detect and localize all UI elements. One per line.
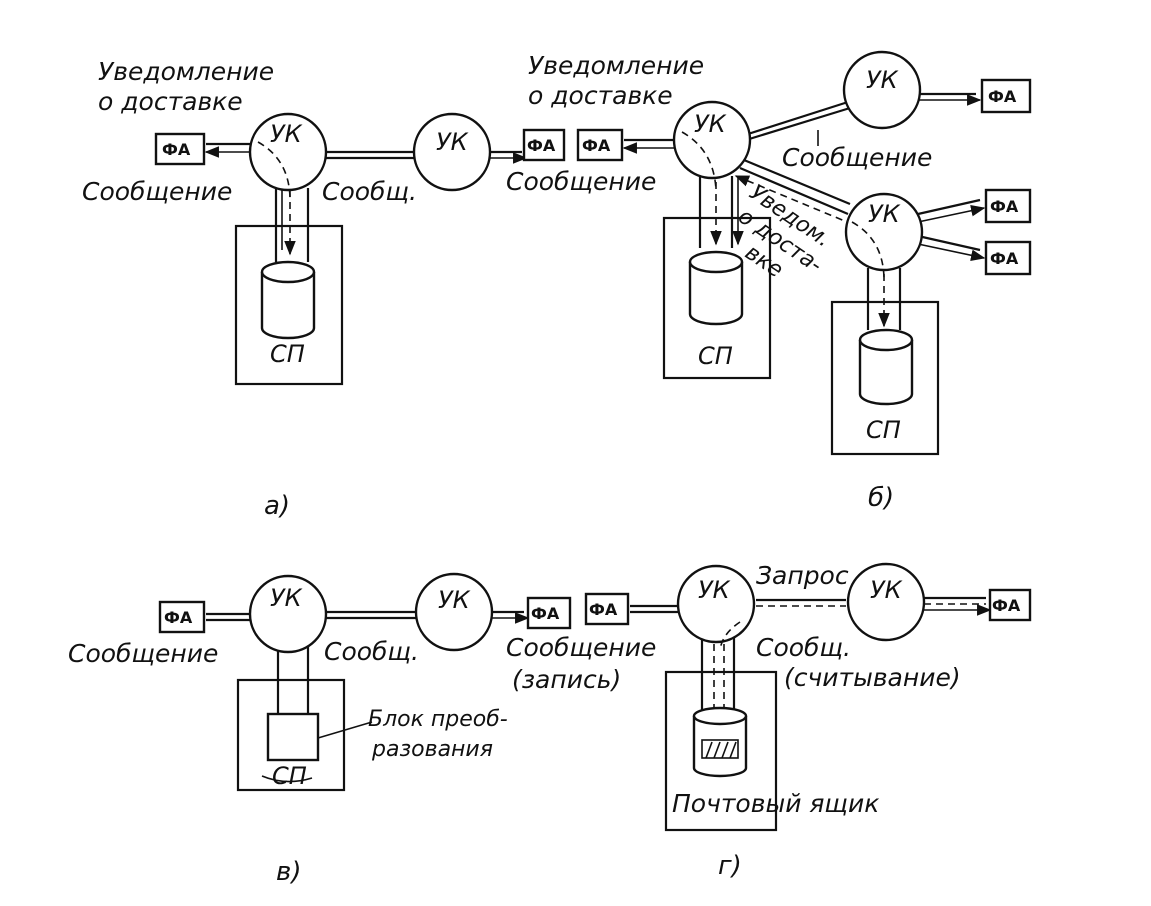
panel-a-fa-right bbox=[522, 128, 566, 162]
panel-b-caption: б) bbox=[868, 483, 894, 513]
panel-v-node-2 bbox=[414, 572, 494, 652]
panel-b-store-2-label: СП bbox=[866, 416, 901, 444]
panel-g-caption: г) bbox=[718, 851, 742, 881]
panel-g-fa-left-label: ФА bbox=[589, 600, 618, 619]
panel-a-fa-left bbox=[154, 132, 206, 166]
panel-g: Почтовый ящик УК УК ФА ФА Запрос Сообщен… bbox=[506, 561, 1032, 881]
panel-v-fa-right-label: ФА bbox=[531, 604, 560, 623]
panel-v-store-box bbox=[236, 678, 346, 792]
panel-v-node-1 bbox=[248, 574, 328, 654]
panel-v-msg-left: Сообщение bbox=[68, 639, 218, 668]
panel-a-node-2 bbox=[412, 112, 492, 192]
panel-g-fa-right bbox=[988, 588, 1032, 622]
panel-g-mailbox-box bbox=[664, 670, 778, 832]
panel-a-notice-line1: Уведомление bbox=[98, 57, 274, 86]
panel-b-store-1-label: СП bbox=[698, 342, 733, 370]
panel-g-msg-right-1: Сообщ. bbox=[756, 633, 851, 662]
panel-b-cylinder-2 bbox=[858, 328, 914, 406]
panel-v: СП Блок преоб- разования УК УК ФА ФА Соо… bbox=[68, 572, 572, 887]
panel-b-store-box-2 bbox=[830, 300, 940, 456]
panel-b-cylinder-1 bbox=[688, 250, 744, 326]
panel-g-msg-right-2: (считывание) bbox=[784, 663, 961, 692]
panel-a-cylinder bbox=[260, 260, 316, 340]
panel-b-node-top-label: УК bbox=[866, 66, 899, 94]
panel-b-fa-left-label: ФА bbox=[582, 136, 611, 155]
panel-v-fa-right bbox=[526, 596, 572, 630]
panel-a-fa-left-label: ФА bbox=[162, 140, 191, 159]
panel-v-store-label: СП bbox=[272, 762, 307, 790]
panel-a-notice-line2: о доставке bbox=[98, 87, 243, 116]
panel-a-msg-left: Сообщение bbox=[82, 177, 232, 206]
panel-b-fa-left bbox=[576, 128, 624, 162]
panel-a-node-2-label: УК bbox=[436, 128, 469, 156]
panel-a-fa-right-label: ФА bbox=[527, 136, 556, 155]
panel-v-caption: в) bbox=[276, 857, 301, 887]
panel-b-msg-left: Сообщение bbox=[506, 167, 656, 196]
panel-g-node-2-label: УК bbox=[870, 576, 903, 604]
panel-b-node-bottom bbox=[844, 192, 924, 272]
panel-b-fa-bottom-2 bbox=[984, 240, 1032, 276]
panel-a-node-1 bbox=[248, 112, 328, 192]
panel-b-store-box-1 bbox=[662, 216, 772, 380]
panel-g-node-1 bbox=[676, 564, 756, 644]
panel-b-fa-top-label: ФА bbox=[988, 87, 1017, 106]
panel-b-notice-line1: Уведомление bbox=[528, 51, 704, 80]
panel-g-msg-left-1: Сообщение bbox=[506, 633, 656, 662]
panel-b: Уведомление о доставке СП СП bbox=[506, 50, 1032, 513]
panel-v-converter-line2: разования bbox=[371, 737, 493, 762]
panel-v-fa-left-label: ФА bbox=[164, 608, 193, 627]
panel-b-fa-top bbox=[980, 78, 1032, 114]
panel-a-store-box bbox=[234, 224, 344, 386]
panel-a-msg-right: Сообщ. bbox=[322, 177, 417, 206]
panel-b-node-center-label: УК bbox=[694, 110, 727, 138]
panel-b-notice-line2: о доставке bbox=[528, 81, 673, 110]
panel-a: Уведомление о доставке СП УК УК ФА ФА bbox=[82, 57, 566, 521]
panel-b-fa-bottom-2-label: ФА bbox=[990, 249, 1019, 268]
panel-b-node-top bbox=[842, 50, 922, 130]
panel-g-fa-right-label: ФА bbox=[992, 596, 1021, 615]
panel-g-mailbox-cylinder bbox=[692, 706, 748, 778]
panel-g-request: Запрос bbox=[756, 561, 849, 590]
panel-b-fa-bottom-1 bbox=[984, 188, 1032, 224]
panel-g-fa-left bbox=[584, 592, 630, 626]
panel-b-node-center bbox=[672, 100, 752, 180]
panel-g-node-1-label: УК bbox=[698, 576, 731, 604]
panel-v-fa-left bbox=[158, 600, 206, 634]
panel-a-caption: а) bbox=[264, 491, 290, 521]
panel-v-msg-mid: Сообщ. bbox=[324, 637, 419, 666]
panel-v-converter-line1: Блок преоб- bbox=[368, 707, 508, 732]
panel-b-msg-top: Сообщение bbox=[782, 143, 932, 172]
panel-v-node-2-label: УК bbox=[438, 586, 471, 614]
panel-g-mailbox-label: Почтовый ящик bbox=[672, 789, 879, 818]
panel-a-node-1-label: УК bbox=[270, 120, 303, 148]
panel-g-msg-left-2: (запись) bbox=[512, 665, 621, 694]
panel-a-store-label: СП bbox=[270, 340, 305, 368]
panel-b-fa-bottom-1-label: ФА bbox=[990, 197, 1019, 216]
panel-b-node-bottom-label: УК bbox=[868, 200, 901, 228]
panel-g-node-2 bbox=[846, 562, 926, 642]
panel-v-node-1-label: УК bbox=[270, 584, 303, 612]
panel-v-converter-block bbox=[266, 712, 320, 762]
